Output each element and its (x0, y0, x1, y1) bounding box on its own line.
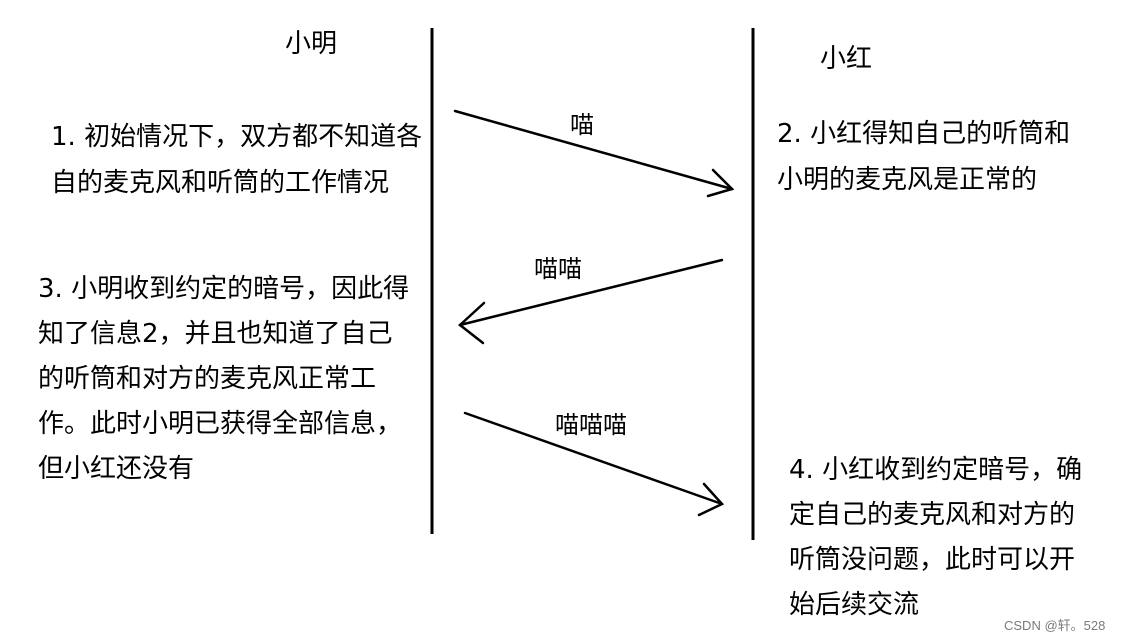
note-step-2-line-2: 小明的麦克风是正常的 (777, 165, 1038, 195)
note-step-1: 1. 初始情况下，双方都不知道各 自的麦克风和听筒的工作情况 (51, 110, 422, 210)
note-step-3-line-3: 的听筒和对方的麦克风正常工 (38, 364, 377, 394)
note-step-3-line-5: 但小红还没有 (38, 454, 195, 484)
note-step-3-line-4: 作。此时小明已获得全部信息， (38, 409, 403, 439)
note-step-3-line-1: 3. 小明收到约定的暗号，因此得 (38, 274, 410, 304)
message-arrow-1 (453, 109, 735, 198)
participant-xiaoming: 小明 (285, 29, 338, 59)
message-arrow-2 (458, 258, 724, 345)
note-step-4-line-1: 4. 小红收到约定暗号，确 (789, 455, 1083, 485)
message-label-2: 喵喵 (534, 255, 582, 283)
note-step-2: 2. 小红得知自己的听筒和 小明的麦克风是正常的 (777, 107, 1070, 207)
note-step-1-line-1: 1. 初始情况下，双方都不知道各 (51, 122, 423, 152)
message-arrow-3 (463, 411, 725, 517)
note-step-3-line-2: 知了信息2，并且也知道了自己 (38, 319, 393, 349)
participant-xiaohong: 小红 (820, 44, 873, 74)
message-label-3: 喵喵喵 (555, 411, 627, 439)
note-step-1-line-2: 自的麦克风和听筒的工作情况 (51, 168, 390, 198)
watermark: CSDN @轩。528 (1004, 618, 1106, 633)
note-step-4: 4. 小红收到约定暗号，确 定自己的麦克风和对方的 听筒没问题，此时可以开 始后… (789, 448, 1082, 628)
note-step-2-line-1: 2. 小红得知自己的听筒和 (777, 119, 1071, 149)
note-step-4-line-4: 始后续交流 (789, 590, 920, 620)
note-step-4-line-3: 听筒没问题，此时可以开 (789, 545, 1076, 575)
note-step-3: 3. 小明收到约定的暗号，因此得 知了信息2，并且也知道了自己 的听筒和对方的麦… (38, 267, 409, 492)
note-step-4-line-2: 定自己的麦克风和对方的 (789, 500, 1076, 530)
message-label-1: 喵 (570, 111, 594, 139)
